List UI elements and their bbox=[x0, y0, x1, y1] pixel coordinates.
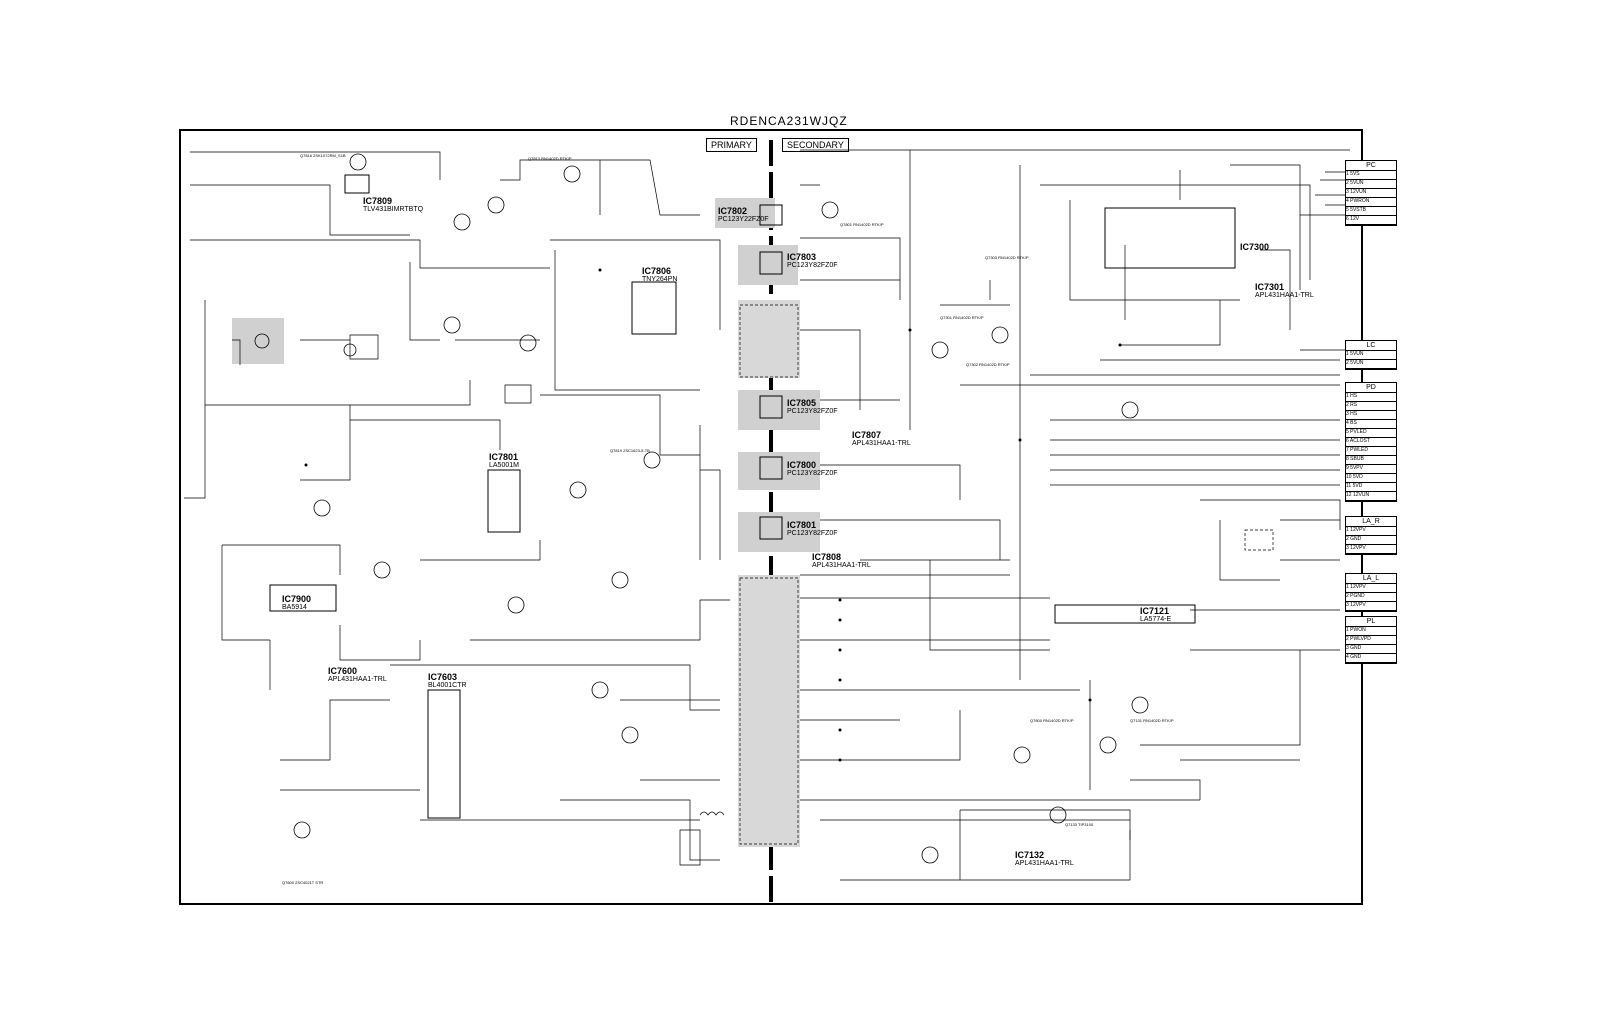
connector-pin: 2 PWLVPD bbox=[1346, 636, 1396, 645]
connector-pin: 3 12VPV bbox=[1346, 602, 1396, 611]
connector-pin: 4 BS bbox=[1346, 420, 1396, 429]
connector-pin: 1 PWON bbox=[1346, 627, 1396, 636]
ic-label: IC7300 bbox=[1240, 242, 1270, 252]
connector-pin: 1 5VS bbox=[1346, 171, 1396, 180]
connector-pin: 5 PVLED bbox=[1346, 429, 1396, 438]
connector-pin: 5 5VSTB bbox=[1346, 207, 1396, 216]
transistor-label: Q7801 RN1402D RTK/P bbox=[840, 222, 884, 227]
transistor-label: Q7133 TIP3100 bbox=[1065, 822, 1094, 827]
connector-lc: LC 1 5VUN 2 5VUN bbox=[1345, 340, 1397, 370]
transistor-label: Q7303 RN1402D RTK/P bbox=[985, 255, 1029, 260]
transistor-label: Q7813 RN1402D RTK/P bbox=[528, 156, 572, 161]
transistor-label: Q7816 2SK1072RM_S1B bbox=[300, 153, 346, 158]
transistor-label: Q7302 RN1402D RTK/P bbox=[966, 362, 1010, 367]
connector-pin: 11 5VD bbox=[1346, 483, 1396, 492]
connector-pin: 1 12VPV bbox=[1346, 584, 1396, 593]
connector-pin: 9 5VPV bbox=[1346, 465, 1396, 474]
connector-title: LC bbox=[1346, 341, 1396, 351]
connector-pin: 2 PGND bbox=[1346, 593, 1396, 602]
connector-pin: 1 12VPV bbox=[1346, 527, 1396, 536]
connector-pin: 2 5VUN bbox=[1346, 360, 1396, 369]
connector-la-l: LA_L 1 12VPV 2 PGND 3 12VPV bbox=[1345, 573, 1397, 612]
connector-pin: 4 GND bbox=[1346, 654, 1396, 663]
connector-pin: 4 PWRON bbox=[1346, 198, 1396, 207]
connector-title: PD bbox=[1346, 383, 1396, 393]
diagram-title: RDENCA231WJQZ bbox=[730, 114, 848, 128]
connector-title: LA_L bbox=[1346, 574, 1396, 584]
connector-pin: 10 5VD bbox=[1346, 474, 1396, 483]
connector-pin: 7 PWLED bbox=[1346, 447, 1396, 456]
connector-pin: 2 GND bbox=[1346, 536, 1396, 545]
connector-pl: PL 1 PWON 2 PWLVPD 3 GND 4 GND bbox=[1345, 616, 1397, 664]
connector-title: LA_R bbox=[1346, 517, 1396, 527]
connector-pin: 12 12VUN bbox=[1346, 492, 1396, 501]
connector-title: PL bbox=[1346, 617, 1396, 627]
primary-label: PRIMARY bbox=[706, 138, 757, 152]
transistor-label: Q7600 2SC4021T STR bbox=[282, 880, 324, 885]
transistor-label: Q7301 RN1402D RTK/P bbox=[940, 315, 984, 320]
connector-pin: 1 HS bbox=[1346, 393, 1396, 402]
secondary-label: SECONDARY bbox=[782, 138, 849, 152]
connector-title: PC bbox=[1346, 161, 1396, 171]
connector-la-r: LA_R 1 12VPV 2 GND 3 12VPV bbox=[1345, 516, 1397, 555]
connector-pin: 1 5VUN bbox=[1346, 351, 1396, 360]
connector-pin: 3 GND bbox=[1346, 645, 1396, 654]
connector-pd: PD 1 HS 2 RS 3 HS 4 BS 5 PVLED 6 ACLOST … bbox=[1345, 382, 1397, 502]
connector-pin: 6 ACLOST bbox=[1346, 438, 1396, 447]
transistor-label: Q7800 RN1402D RTK/P bbox=[1030, 718, 1074, 723]
connector-pin: 3 12VPV bbox=[1346, 545, 1396, 554]
transistor-label: Q7131 RN1402D RTK/P bbox=[1130, 718, 1174, 723]
connector-pc: PC 1 5VS 2 5VUN 3 12VUN 4 PWRON 5 5VSTB … bbox=[1345, 160, 1397, 226]
connector-pin: 6 12V bbox=[1346, 216, 1396, 225]
connector-pin: 2 5VUN bbox=[1346, 180, 1396, 189]
connector-pin: 3 HS bbox=[1346, 411, 1396, 420]
transistor-label: Q7819 2SC1623-5-TB bbox=[610, 448, 650, 453]
connector-pin: 2 RS bbox=[1346, 402, 1396, 411]
connector-pin: 8 SBUB bbox=[1346, 456, 1396, 465]
connector-pin: 3 12VUN bbox=[1346, 189, 1396, 198]
